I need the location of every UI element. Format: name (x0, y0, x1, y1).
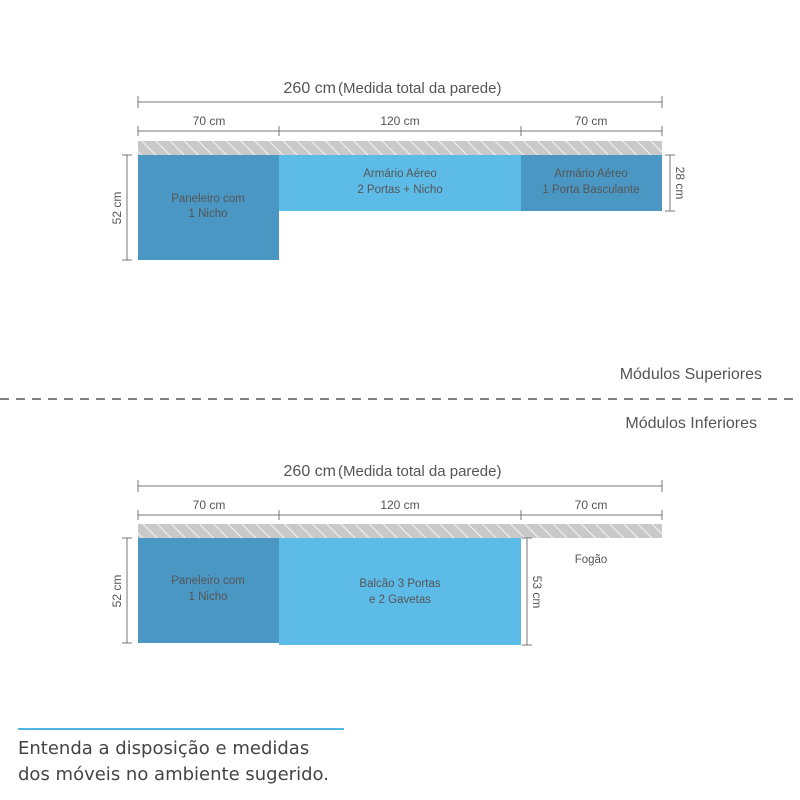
stove-label: Fogão (575, 554, 608, 566)
caption: Entenda a disposição e medidas dos móvei… (18, 736, 538, 788)
upper-modules-section: 260 cm (Medida total da parede) 70 cm 12… (110, 80, 687, 261)
caption-accent-rule (18, 728, 344, 730)
upper-module-paneleiro (138, 155, 279, 260)
upper-total-dimension-line (137, 96, 663, 108)
upper-wall-hatch (138, 141, 662, 155)
upper-total-note: (Medida total da parede) (338, 80, 501, 97)
upper-mod3-line1: Armário Aéreo (554, 168, 628, 180)
lower-mod1-line2: 1 Nicho (189, 591, 228, 603)
upper-width-2: 120 cm (380, 114, 419, 128)
section-divider: Módulos Superiores Módulos Inferiores (0, 366, 800, 432)
upper-segment-dimension-line (137, 126, 663, 136)
upper-right-height: 28 cm (673, 167, 687, 200)
upper-module-armario-basculante (521, 155, 662, 211)
caption-line-1: Entenda a disposição e medidas (18, 738, 310, 759)
lower-total-dimension-line (137, 480, 663, 492)
upper-right-height-line (665, 154, 675, 212)
lower-segment-dimension-line (137, 510, 663, 520)
caption-line-2: dos móveis no ambiente sugerido. (18, 764, 329, 785)
lower-left-height-line (122, 537, 132, 644)
upper-mod2-line1: Armário Aéreo (363, 168, 437, 180)
upper-section-label: Módulos Superiores (620, 366, 762, 383)
upper-mod1-line2: 1 Nicho (189, 208, 228, 220)
lower-modules-section: 260 cm (Medida total da parede) 70 cm 12… (110, 463, 663, 646)
upper-left-height: 52 cm (110, 192, 124, 225)
upper-width-3: 70 cm (575, 114, 608, 128)
upper-width-1: 70 cm (193, 114, 226, 128)
upper-mod1-line1: Paneleiro com (171, 193, 245, 205)
lower-width-3: 70 cm (575, 498, 608, 512)
lower-mod2-line2: e 2 Gavetas (369, 594, 431, 606)
upper-mod3-line2: 1 Porta Basculante (542, 184, 639, 196)
lower-right-height-line (522, 537, 532, 646)
lower-module-paneleiro (138, 538, 279, 643)
lower-right-height: 53 cm (530, 576, 544, 609)
lower-width-1: 70 cm (193, 498, 226, 512)
upper-module-armario-2-portas (279, 155, 521, 211)
lower-total-note: (Medida total da parede) (338, 463, 501, 480)
lower-mod2-line1: Balcão 3 Portas (359, 578, 440, 590)
lower-mod1-line1: Paneleiro com (171, 575, 245, 587)
upper-left-height-line (122, 154, 132, 261)
lower-section-label: Módulos Inferiores (625, 415, 757, 432)
lower-width-2: 120 cm (380, 498, 419, 512)
lower-wall-hatch (138, 524, 662, 538)
lower-left-height: 52 cm (110, 575, 124, 608)
lower-module-balcao (279, 538, 521, 645)
upper-mod2-line2: 2 Portas + Nicho (357, 184, 442, 196)
lower-total-value: 260 cm (284, 463, 336, 480)
upper-total-value: 260 cm (284, 80, 336, 97)
